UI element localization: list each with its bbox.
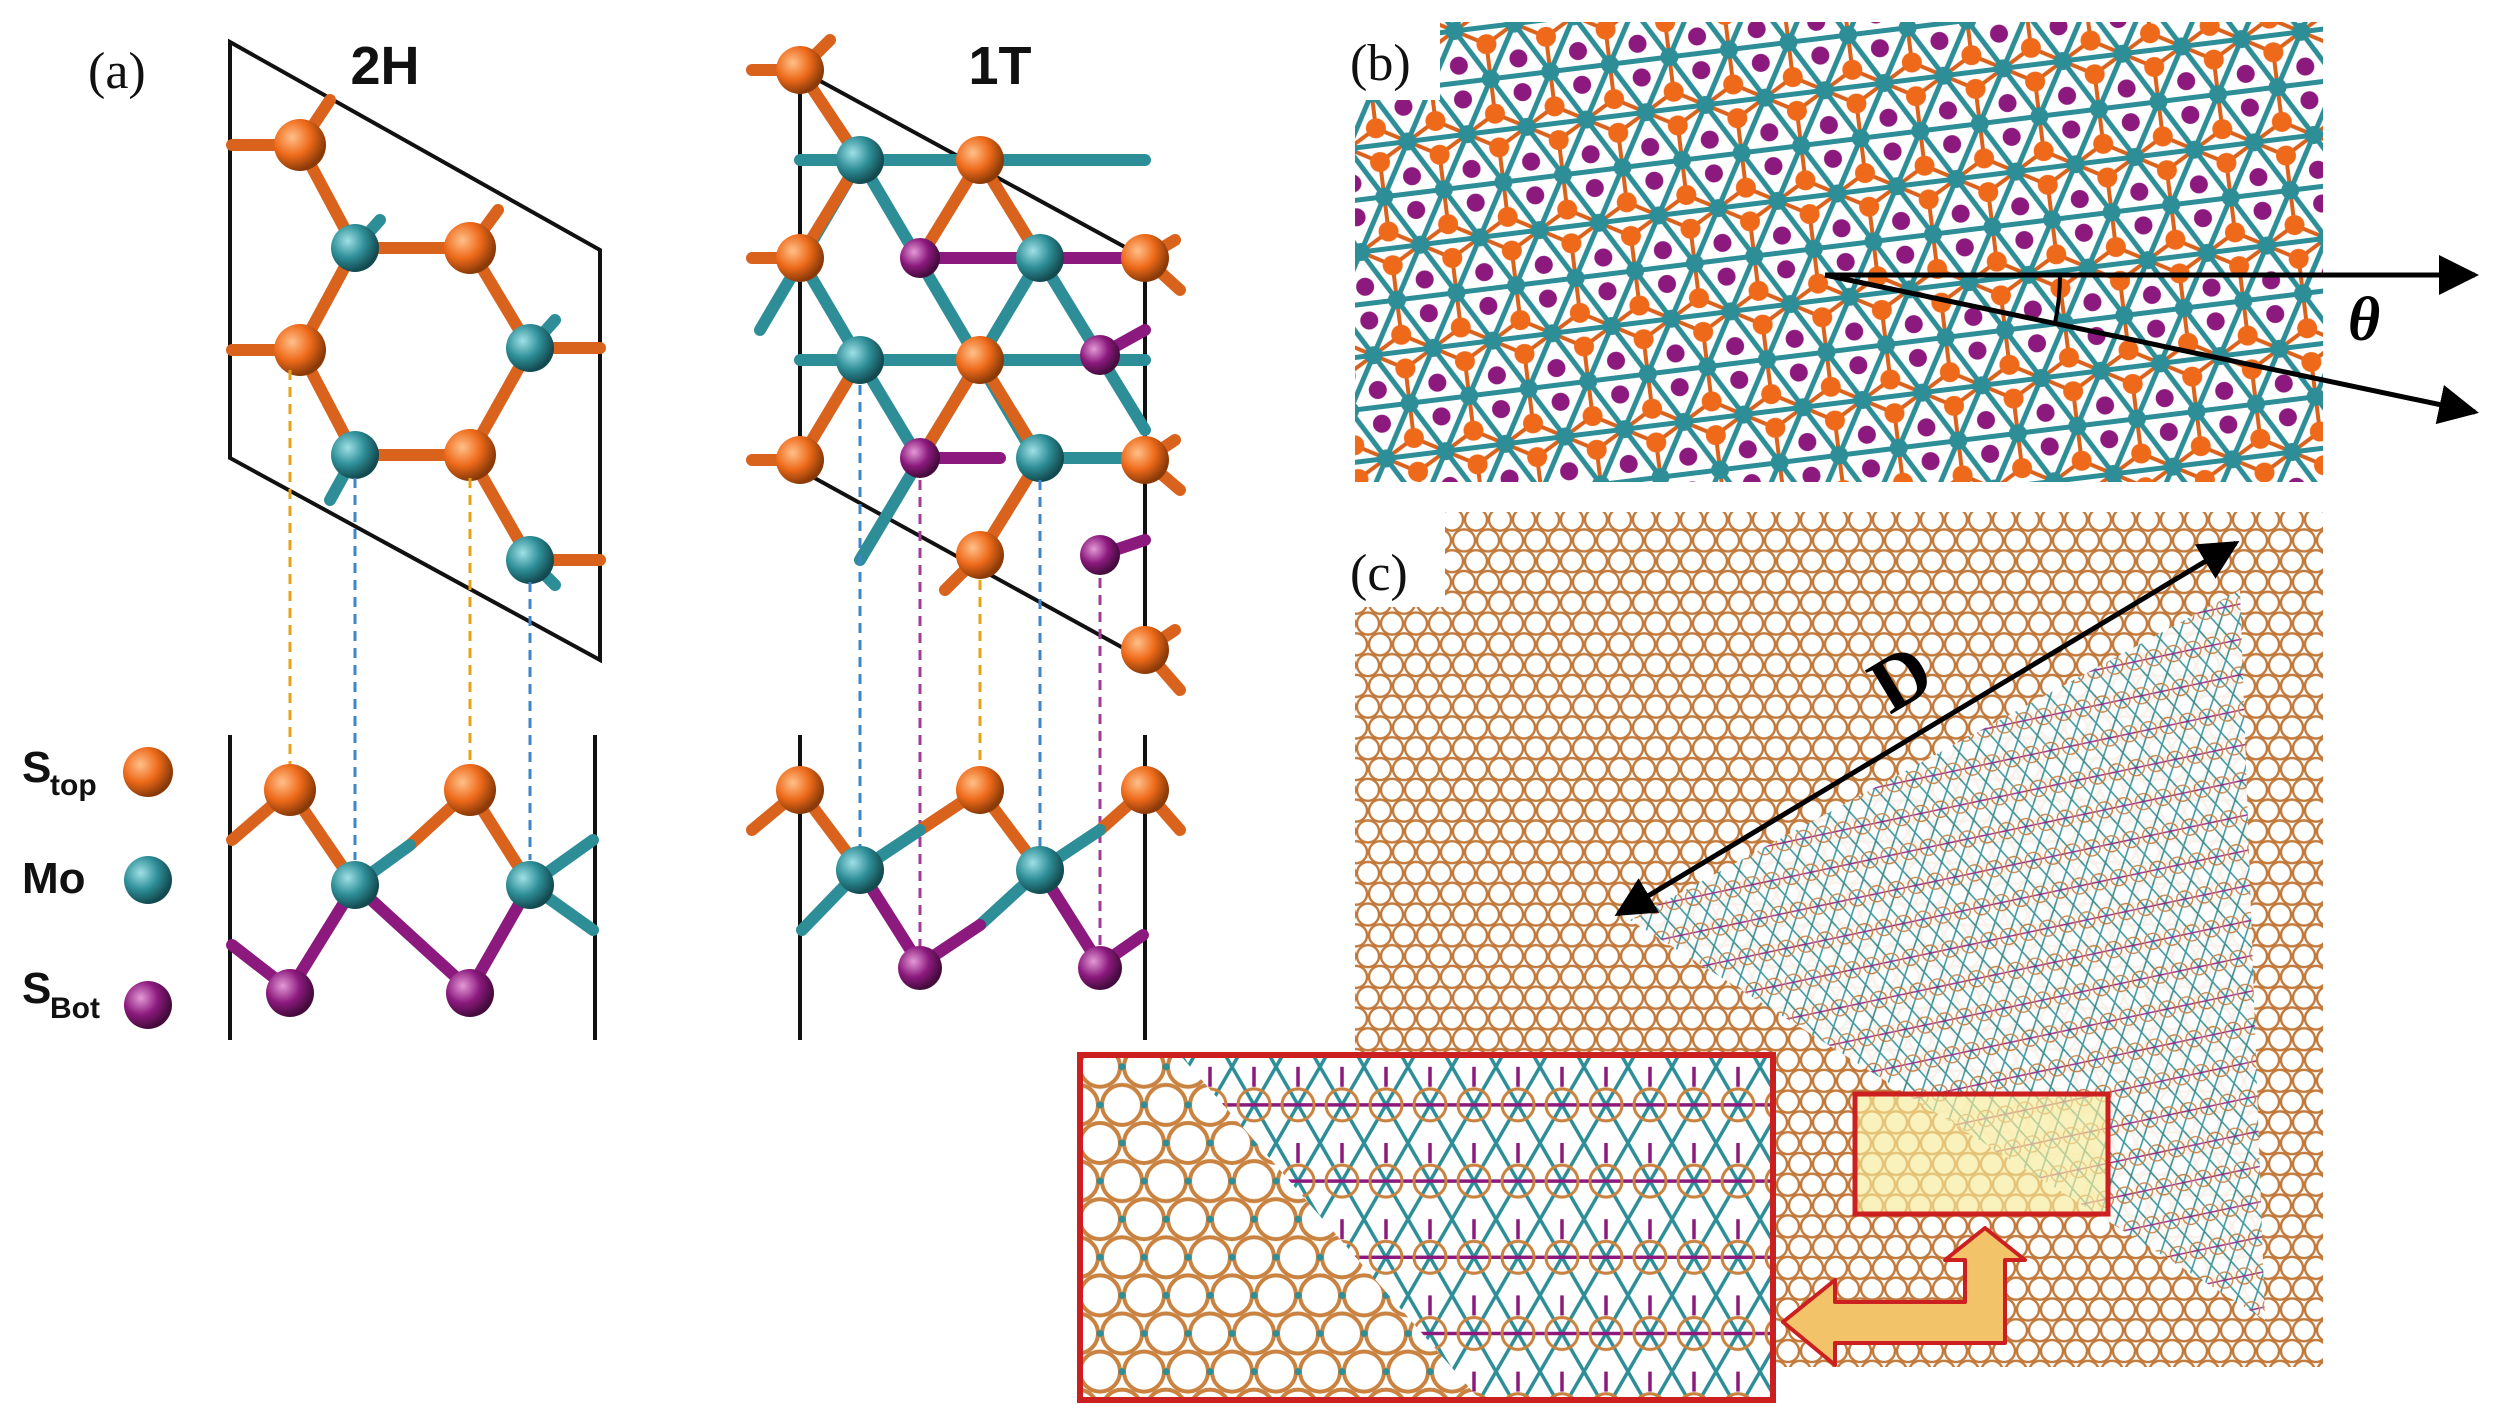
panel-b-label: (b): [1350, 35, 1411, 92]
2h-side-view: [226, 735, 599, 1040]
legend-s-top: S top: [22, 743, 173, 802]
legend-mo: Mo: [22, 854, 172, 904]
legend-mo-symbol: Mo: [22, 854, 86, 903]
1t-side-view: [746, 735, 1186, 1040]
distance-arrow: [1614, 540, 2240, 917]
legend-s-bot-subscript: Bot: [50, 992, 100, 1025]
panel-c-label: (c): [1350, 545, 1408, 602]
2h-guides: [288, 370, 532, 860]
1t-top-view: [746, 34, 1186, 696]
legend-s-top-swatch: [123, 747, 173, 797]
legend-s-bot: S Bot: [22, 964, 172, 1029]
panel-a-label: (a): [88, 43, 146, 100]
panel-b: (b) θ: [1340, 18, 2479, 482]
twisted-lattice-image: [1355, 22, 2323, 482]
angle-arc: [2053, 274, 2062, 324]
panel-a: (a) 2H 1T: [22, 34, 1186, 1040]
1t-guides: [858, 385, 1102, 960]
twist-angle-arrows: [1824, 255, 2479, 425]
2h-top-view: [226, 38, 606, 664]
legend-s-top-subscript: top: [50, 769, 97, 802]
zoom-inset: [1077, 1052, 1776, 1403]
legend-mo-swatch: [124, 856, 172, 904]
phase-2h-label: 2H: [350, 36, 419, 96]
2h-unit-cell: [228, 38, 602, 664]
legend-s-top-symbol: S: [22, 743, 51, 792]
phase-1t-label: 1T: [968, 36, 1031, 96]
zoom-source-box: [1852, 1091, 2111, 1217]
legend-s-bot-swatch: [124, 981, 172, 1029]
zoom-connector-arrow: [1781, 1226, 2027, 1367]
legend-s-bot-symbol: S: [22, 964, 51, 1013]
panel-c: (c) D: [1077, 512, 2323, 1403]
atom-legend: S top Mo S Bot: [22, 743, 173, 1029]
theta-label: θ: [2348, 286, 2380, 354]
